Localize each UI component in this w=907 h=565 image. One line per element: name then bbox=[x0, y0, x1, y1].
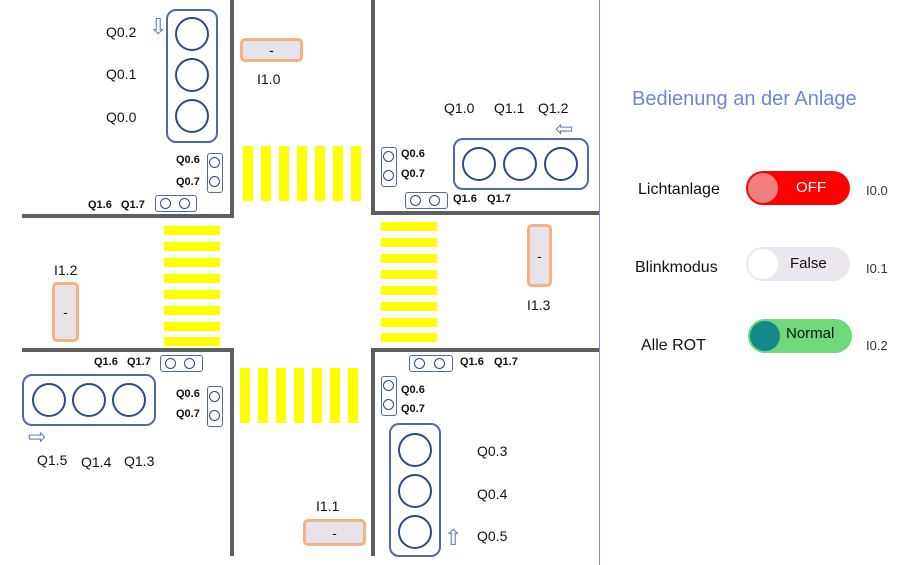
blinkmodus-toggle[interactable]: False bbox=[746, 247, 850, 281]
lamp-south-yellow bbox=[398, 474, 432, 508]
panel-divider bbox=[599, 0, 600, 565]
ped-light-ne-horizontal bbox=[405, 192, 448, 209]
road-edge-nw-horizontal bbox=[22, 214, 234, 218]
label-i11: I1.1 bbox=[316, 498, 340, 514]
label-q05: Q0.5 bbox=[477, 528, 508, 544]
label-q03: Q0.3 bbox=[477, 443, 508, 459]
road-edge-se-horizontal bbox=[371, 348, 599, 352]
alle-rot-state: Normal bbox=[786, 325, 835, 342]
sensor-i10-button[interactable]: - bbox=[240, 38, 303, 62]
label-sw-q07: Q0.7 bbox=[176, 408, 200, 420]
lichtanlage-state: OFF bbox=[796, 179, 826, 196]
arrow-down-icon: ⇩ bbox=[149, 14, 168, 39]
label-q13: Q1.3 bbox=[124, 453, 155, 469]
lamp-east-red bbox=[544, 147, 578, 181]
io-label-i00: I0.0 bbox=[866, 183, 888, 198]
label-se-q17: Q1.7 bbox=[494, 356, 518, 368]
alle-rot-toggle[interactable]: Normal bbox=[748, 319, 852, 353]
label-sw-q16: Q1.6 bbox=[94, 356, 118, 368]
lamp-north-yellow bbox=[175, 58, 209, 92]
label-q10: Q1.0 bbox=[444, 100, 475, 116]
lamp-west-red bbox=[32, 383, 66, 417]
traffic-light-south bbox=[389, 423, 441, 557]
label-se-q16: Q1.6 bbox=[460, 356, 484, 368]
road-edge-nw-vertical bbox=[230, 0, 234, 218]
toggle-knob bbox=[748, 173, 778, 203]
label-se-q07: Q0.7 bbox=[401, 403, 425, 415]
arrow-left-icon: ⇦ bbox=[555, 116, 574, 141]
lamp-east-yellow bbox=[503, 147, 537, 181]
label-ne-q06: Q0.6 bbox=[401, 148, 425, 160]
label-i13: I1.3 bbox=[527, 297, 551, 313]
label-q14: Q1.4 bbox=[81, 454, 112, 470]
label-nw-q07: Q0.7 bbox=[176, 176, 200, 188]
toggle-knob bbox=[748, 249, 778, 279]
io-label-i02: I0.2 bbox=[866, 338, 888, 353]
lamp-east-green bbox=[462, 147, 496, 181]
label-q02: Q0.2 bbox=[106, 24, 137, 40]
traffic-light-west bbox=[22, 374, 156, 426]
sensor-i12-button[interactable]: - bbox=[52, 282, 79, 342]
label-nw-q17: Q1.7 bbox=[121, 199, 145, 211]
arrow-right-icon: ⇨ bbox=[28, 424, 47, 449]
lamp-south-green bbox=[398, 515, 432, 549]
road-edge-se-vertical bbox=[371, 348, 375, 556]
ped-light-sw-vertical bbox=[207, 386, 223, 427]
label-i10: I1.0 bbox=[257, 71, 281, 87]
ped-light-se-vertical bbox=[381, 376, 397, 416]
row-label-alle-rot: Alle ROT bbox=[641, 337, 706, 354]
label-sw-q17: Q1.7 bbox=[127, 356, 151, 368]
road-edge-ne-horizontal bbox=[371, 211, 599, 215]
label-q12: Q1.2 bbox=[538, 100, 569, 116]
label-q15: Q1.5 bbox=[37, 452, 68, 468]
toggle-knob bbox=[750, 321, 780, 351]
label-ne-q17: Q1.7 bbox=[487, 193, 511, 205]
label-sw-q06: Q0.6 bbox=[176, 388, 200, 400]
lamp-north-red bbox=[175, 17, 209, 51]
label-q04: Q0.4 bbox=[477, 486, 508, 502]
label-ne-q07: Q0.7 bbox=[401, 168, 425, 180]
lichtanlage-toggle[interactable]: OFF bbox=[746, 171, 850, 205]
ped-light-nw-horizontal bbox=[155, 195, 197, 212]
label-nw-q16: Q1.6 bbox=[88, 199, 112, 211]
row-label-blinkmodus: Blinkmodus bbox=[635, 259, 718, 276]
ped-light-sw-horizontal bbox=[160, 355, 203, 372]
ped-light-nw-vertical bbox=[207, 153, 223, 193]
sensor-i13-button[interactable]: - bbox=[527, 224, 552, 287]
road-edge-sw-horizontal bbox=[22, 348, 234, 352]
lamp-north-green bbox=[175, 99, 209, 133]
blinkmodus-state: False bbox=[790, 255, 827, 272]
ped-light-se-horizontal bbox=[409, 355, 453, 372]
lamp-west-green bbox=[112, 383, 146, 417]
lamp-south-red bbox=[398, 433, 432, 467]
road-edge-ne-vertical bbox=[371, 0, 375, 215]
sensor-i11-button[interactable]: - bbox=[303, 519, 366, 546]
label-q01: Q0.1 bbox=[106, 66, 137, 82]
road-edge-sw-vertical bbox=[230, 348, 234, 556]
label-se-q06: Q0.6 bbox=[401, 384, 425, 396]
label-q11: Q1.1 bbox=[494, 100, 525, 116]
label-ne-q16: Q1.6 bbox=[453, 193, 477, 205]
arrow-up-icon: ⇧ bbox=[444, 525, 463, 550]
panel-title: Bedienung an der Anlage bbox=[632, 88, 857, 110]
label-q00: Q0.0 bbox=[106, 109, 137, 125]
label-nw-q06: Q0.6 bbox=[176, 154, 200, 166]
traffic-light-east bbox=[453, 138, 589, 190]
traffic-light-north bbox=[166, 9, 218, 143]
label-i12: I1.2 bbox=[54, 262, 78, 278]
lamp-west-yellow bbox=[72, 383, 106, 417]
row-label-lichtanlage: Lichtanlage bbox=[638, 181, 720, 198]
io-label-i01: I0.1 bbox=[866, 261, 888, 276]
ped-light-ne-vertical bbox=[381, 147, 397, 187]
